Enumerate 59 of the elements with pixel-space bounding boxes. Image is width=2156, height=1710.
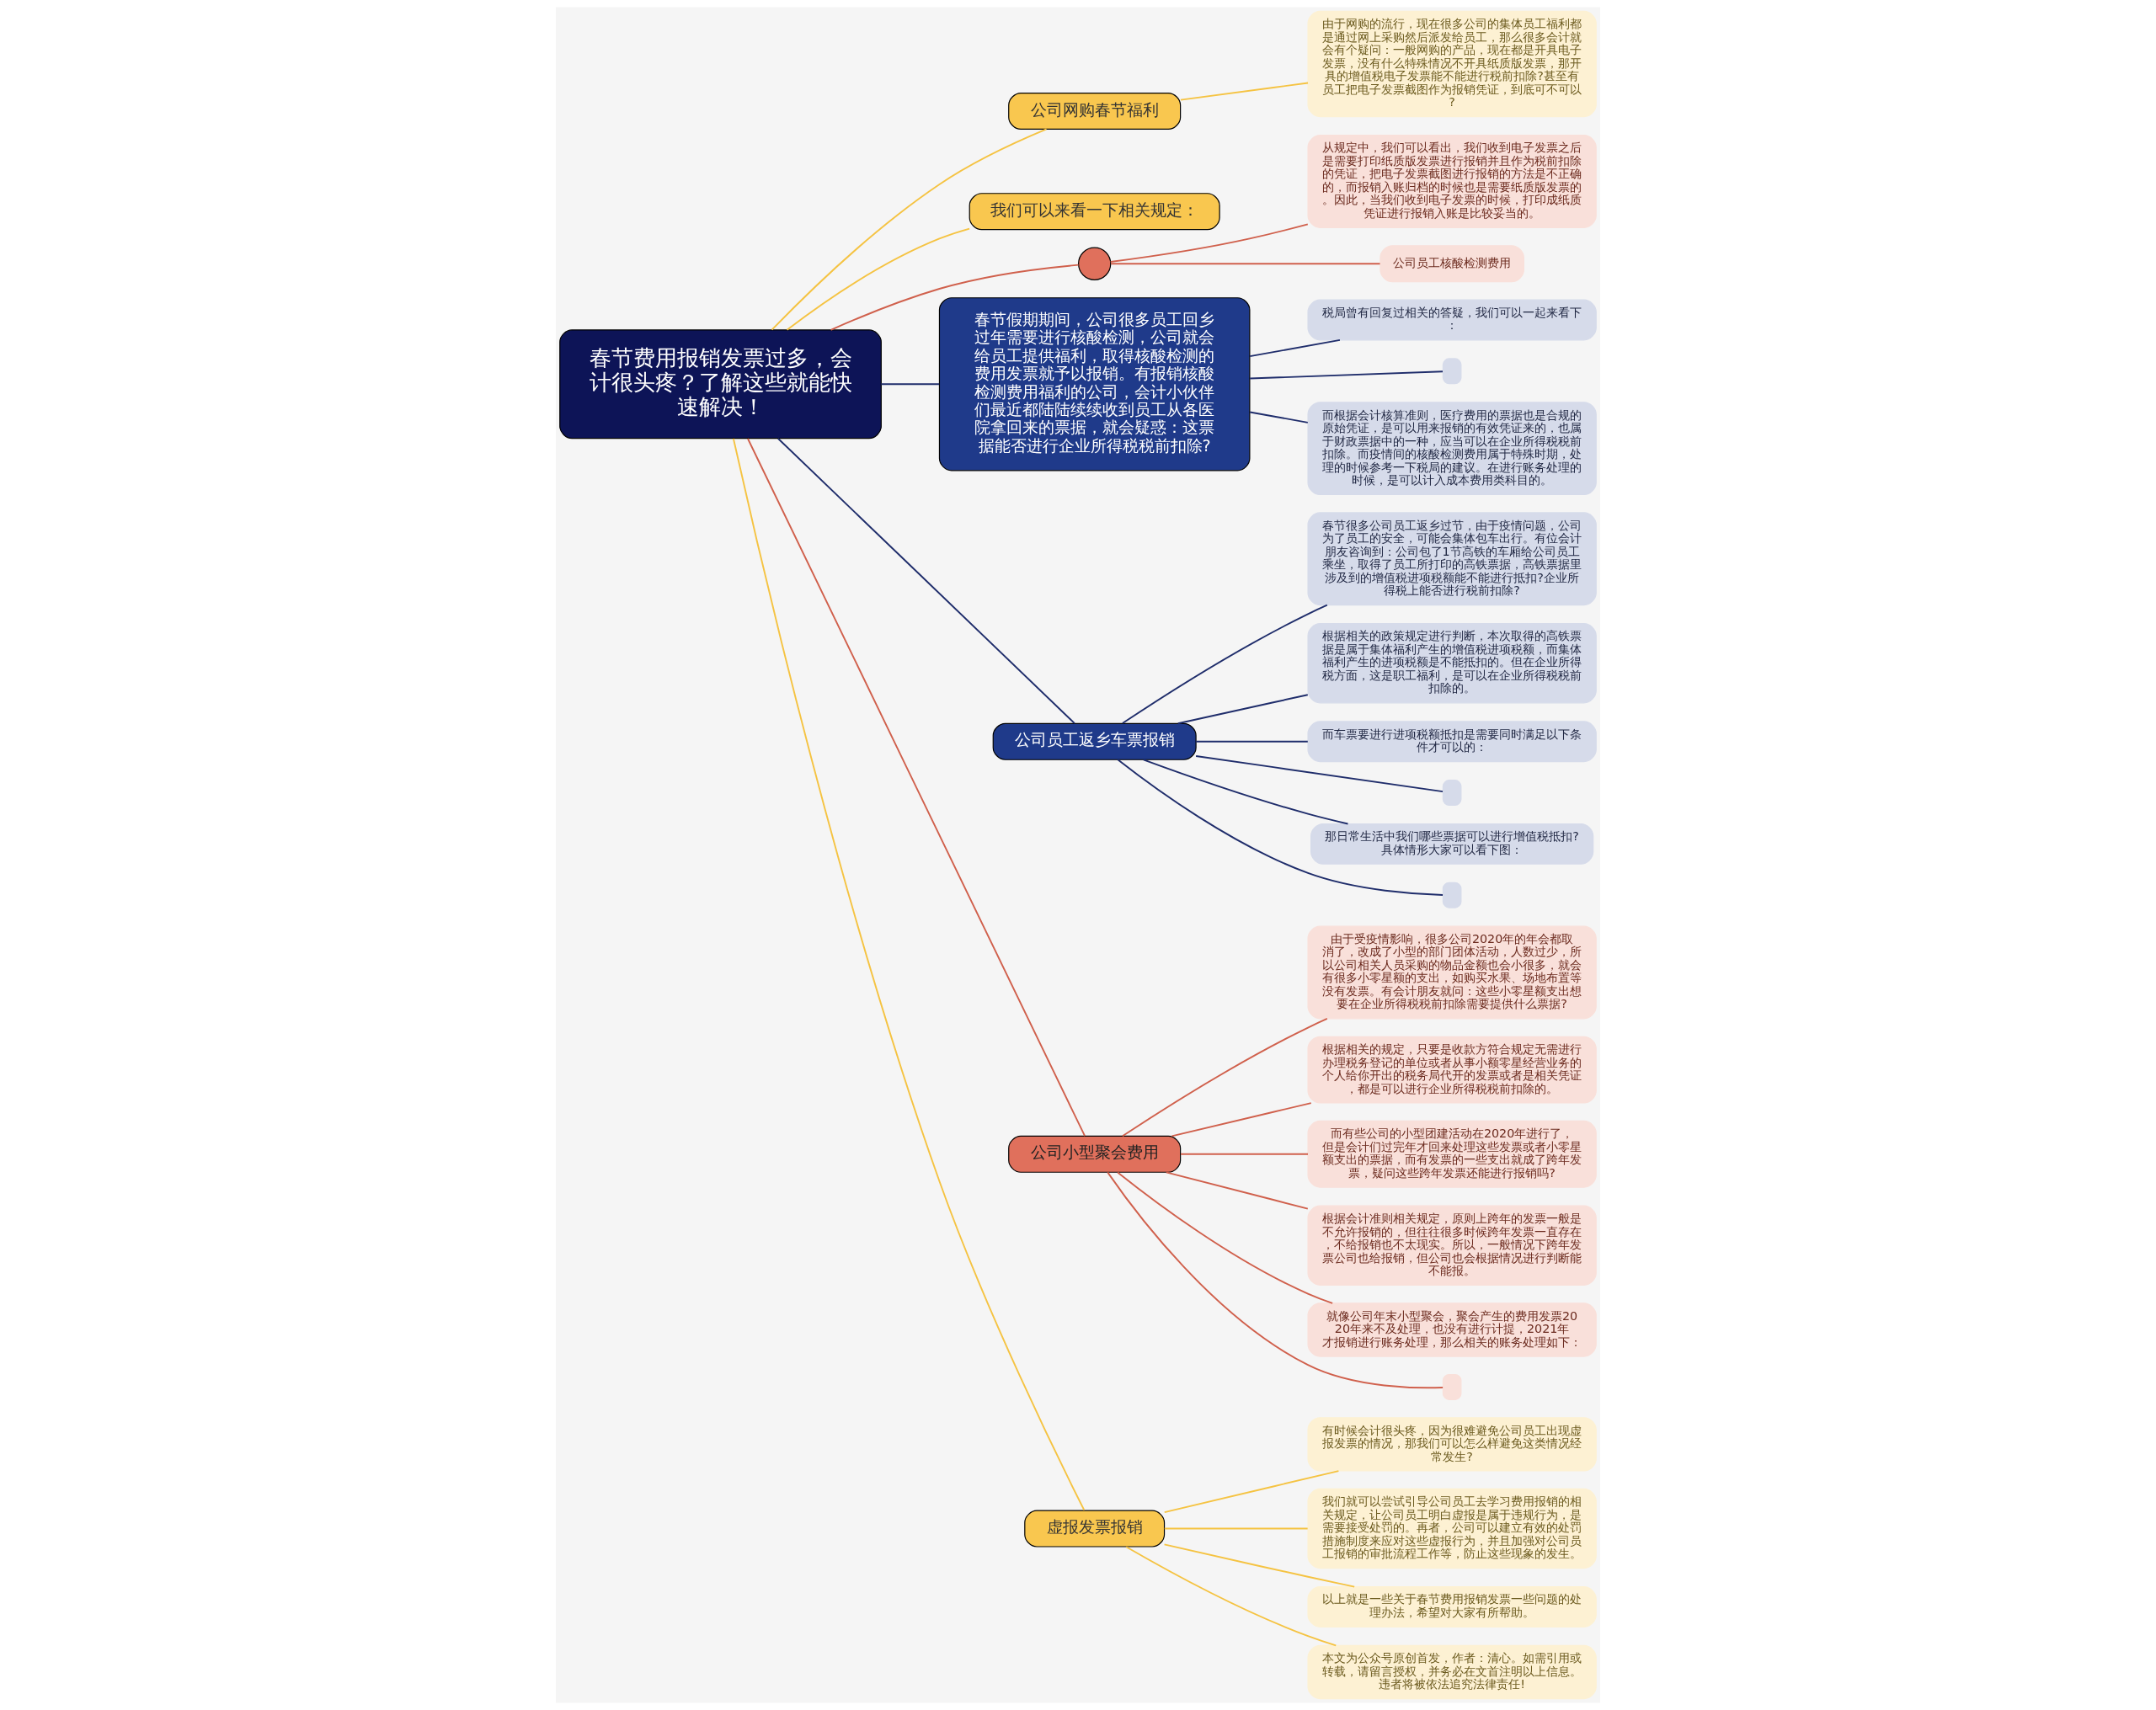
connector xyxy=(786,227,971,331)
node-box xyxy=(1442,780,1462,807)
connector xyxy=(1121,604,1328,725)
connector xyxy=(1163,1470,1340,1514)
node-box: 根据相关的政策规定进行判断，本次取得的高铁票据是属于集体福利产生的增值税进项税额，而集体福利产生的进项税额是不能抵扣的。但在企业所得税方面，这是职工福利，是可以在企业所得税税前扣除的。 xyxy=(1307,623,1597,704)
connector xyxy=(1107,1171,1444,1389)
connector xyxy=(1109,223,1309,263)
node-box xyxy=(1442,882,1462,908)
node-box: 根据会计准则相关规定，原则上跨年的发票一般是不允许报销的，但往往很多时候跨年发票一直存在，不给报销也不太现实。所以，一般情况下跨年发票公司也给报销，但公司也会根据情况进行判断能不能报。 xyxy=(1307,1205,1597,1286)
node-box: 我们就可以尝试引导公司员工去学习费用报销的相关规定，让公司员工明白虚报是属于违规行为，是需要接受处罚的。再者，公司可以建立有效的处罚措施制度来应对这些虚报行为，并且加强对公司员工报销的审批流程工作等，防止这些现象的发生。 xyxy=(1307,1488,1597,1569)
node-box: 公司员工返乡车票报销 xyxy=(992,722,1197,760)
connector xyxy=(1163,1527,1309,1530)
connector xyxy=(1142,759,1349,825)
node-box: 公司小型聚会费用 xyxy=(1008,1135,1182,1173)
node-box: 我们可以来看一下相关规定： xyxy=(969,193,1220,231)
node-box xyxy=(1442,358,1462,385)
node-box: 公司网购春节福利 xyxy=(1008,92,1182,131)
node-box: 春节假期期间，公司很多员工回乡过年需要进行核酸检测，公司就会给员工提供福利，取得核酸检测的费用发票就予以报销。有报销核酸检测费用福利的公司，会计小伙伴们最近都陆陆续续收到员工从各医院拿回来的票据，就会疑惑：这票据能否进行企业所得税税前扣除? xyxy=(938,297,1251,471)
connector xyxy=(1171,1102,1312,1137)
node-box: 虚报发票报销 xyxy=(1024,1510,1166,1548)
connector xyxy=(776,437,1075,725)
node-box: 那日常生活中我们哪些票据可以进行增值税抵扣?具体情形大家可以看下图： xyxy=(1310,823,1594,865)
node-box: 而车票要进行进项税额抵扣是需要同时满足以下条件才可以的： xyxy=(1307,721,1597,763)
node-box: 而有些公司的小型团建活动在2020年进行了，但是会计们过完年才回来处理这些发票或者小零星额支出的票据，而有发票的一些支出就成了跨年发票，疑问这些跨年发票还能进行报销吗? xyxy=(1307,1120,1597,1188)
connector xyxy=(880,383,941,386)
node-circle xyxy=(1078,247,1112,280)
node-box: 根据相关的规定，只要是收款方符合规定无需进行办理税务登记的单位或者从事小额零星经营业务的个人给你开出的税务局代开的发票或者是相关凭证，都是可以进行企业所得税税前扣除的。 xyxy=(1307,1036,1597,1104)
node-box: 公司员工核酸检测费用 xyxy=(1380,245,1524,283)
connector xyxy=(1163,1543,1356,1588)
connector xyxy=(1125,1546,1337,1647)
connector xyxy=(1165,1171,1309,1210)
node-box: 本文为公众号原创首发，作者：清心。如需引用或转载，请留言授权，并务必在文首注明以上信息。违者将被依法追究法律责任! xyxy=(1307,1644,1597,1700)
node-box: 由于受疫情影响，很多公司2020年的年会都取消了，改成了小型的部门团体活动，人数过少，所以公司相关人员采购的物品金额也会小很多，就会有很多小零星额的支出，如购买水果、场地布置等没有发票。有会计朋友就问：这些小零星额支出想要在企业所得税税前扣除需要提供什么票据? xyxy=(1307,925,1597,1020)
connector xyxy=(1117,759,1444,896)
connector xyxy=(1180,82,1309,101)
node-box: 春节费用报销发票过多，会计很头疼？了解这些就能快速解决！ xyxy=(559,329,882,439)
connector xyxy=(1195,755,1444,793)
node-box: 而根据会计核算准则，医疗费用的票据也是合规的原始凭证，是可以用来报销的有效凭证来的，也属于财政票据中的一种，应当可以在企业所得税税前扣除。而疫情间的核酸检测费用属于特殊时期，处理的时候参考一下税局的建议。在进行账务处理的时候，是可以计入成本费用类科目的。 xyxy=(1307,402,1597,496)
connector xyxy=(1249,338,1341,358)
connector xyxy=(1117,1171,1334,1304)
node-box: 春节很多公司员工返乡过节，由于疫情问题，公司为了员工的安全，可能会集体包车出行。有位会计朋友咨询到：公司包了1节高铁的车厢给公司员工乘坐，取得了员工所打印的高铁票据，高铁票据里涉及到的增值税进项税额能不能进行抵扣?企业所得税上能否进行税前扣除? xyxy=(1307,512,1597,606)
connector xyxy=(732,438,1086,1511)
connector xyxy=(1249,411,1309,424)
node-box: 就像公司年末小型聚会，聚会产生的费用发票2020年来不及处理，也没有进行计提，2021年才报销进行账务处理，那么相关的账务处理如下： xyxy=(1307,1302,1597,1357)
connector xyxy=(771,128,1048,331)
connector xyxy=(1177,694,1309,725)
connector xyxy=(1249,370,1444,380)
node-box: 从规定中，我们可以看出，我们收到电子发票之后是需要打印纸质版发票进行报销并且作为税前扣除的凭证，把电子发票截图进行报销的方法是不正确的，而报销入账归档的时候也是需要纸质版发票的。因此，当我们收到电子发票的时候，打印成纸质凭证进行报销入账是比较妥当的。 xyxy=(1307,135,1597,228)
node-box: 以上就是一些关于春节费用报销发票一些问题的处理办法，希望对大家有所帮助。 xyxy=(1307,1586,1597,1627)
connector xyxy=(830,264,1080,331)
connector xyxy=(1121,1018,1328,1137)
connector xyxy=(1180,1153,1309,1155)
node-box: 有时候会计很头疼，因为很难避免公司员工出现虚报发票的情况，那我们可以怎么样避免这类情况经常发生? xyxy=(1307,1417,1597,1472)
connector xyxy=(1110,263,1381,265)
connector xyxy=(747,438,1086,1137)
connector xyxy=(1195,740,1309,743)
node-box xyxy=(1442,1373,1462,1400)
node-box: 由于网购的流行，现在很多公司的集体员工福利都是通过网上采购然后派发给员工，那么很多会计就会有个疑问：一般网购的产品，现在都是开具电子发票，没有什么特殊情况不开具纸质版发票，那开具的增值税电子发票能不能进行税前扣除?甚至有员工把电子发票截图作为报销凭证，到底可不可以? xyxy=(1307,10,1597,118)
node-box: 税局曾有回复过相关的答疑，我们可以一起来看下： xyxy=(1307,299,1597,341)
